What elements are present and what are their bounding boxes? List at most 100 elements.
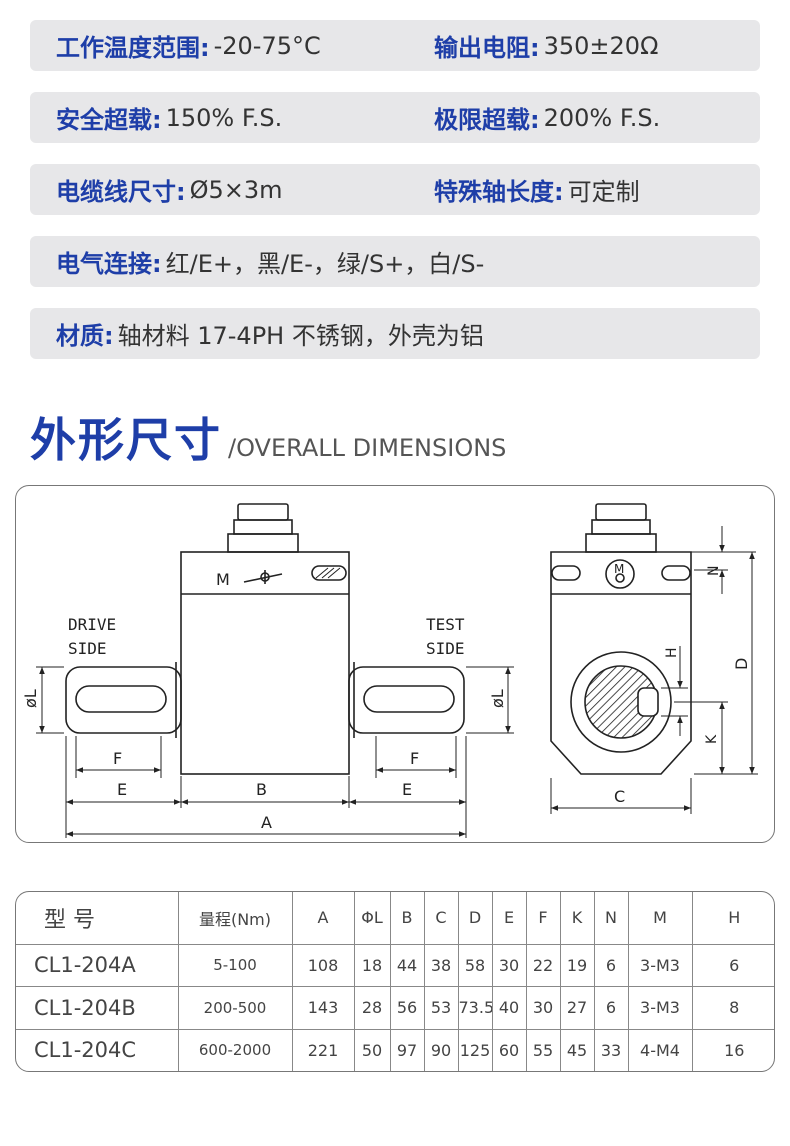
label-C: C xyxy=(614,787,625,806)
label-phiL-left: øL xyxy=(21,689,40,708)
spec-value: 可定制 xyxy=(567,178,640,206)
cell-C: 90 xyxy=(423,1028,459,1071)
spec-value: -20-75°C xyxy=(213,31,321,60)
test-side-label-line2: SIDE xyxy=(426,639,465,658)
spec-label: 材质: xyxy=(56,322,114,350)
cell-model: CL1-204C xyxy=(16,1028,179,1071)
header-D: D xyxy=(457,892,493,945)
header-K: K xyxy=(559,892,595,945)
cell-M: 4-M4 xyxy=(627,1028,693,1071)
cell-K: 19 xyxy=(559,943,595,988)
spec-value: Ø5×3m xyxy=(189,175,283,204)
spec-value: 200% F.S. xyxy=(543,103,661,132)
spec-special-shaft-length: 特殊轴长度: 可定制 xyxy=(434,164,640,215)
cell-phiL: 50 xyxy=(353,1028,391,1071)
cell-phiL: 18 xyxy=(353,943,391,988)
cell-N: 6 xyxy=(593,986,629,1030)
model-dimension-table: 型 号 量程(Nm) A ΦL B C D E F K N M H CL1-20… xyxy=(15,891,775,1072)
cell-B: 44 xyxy=(389,943,425,988)
header-model: 型 号 xyxy=(16,892,179,945)
cell-range: 200-500 xyxy=(177,986,293,1030)
label-F-right: F xyxy=(410,749,419,768)
label-M-circle: M xyxy=(614,562,624,576)
cell-H: 6 xyxy=(691,943,774,988)
label-N: N xyxy=(706,566,722,576)
spec-material: 材质: 轴材料 17-4PH 不锈钢，外壳为铝 xyxy=(56,308,484,359)
cell-D: 58 xyxy=(457,943,493,988)
spec-value: 150% F.S. xyxy=(165,103,283,132)
cell-N: 6 xyxy=(593,943,629,988)
cell-A: 221 xyxy=(291,1028,355,1071)
drive-side-label-line2: SIDE xyxy=(68,639,107,658)
cell-C: 38 xyxy=(423,943,459,988)
test-side-label-line1: TEST xyxy=(426,615,465,634)
spec-label: 工作温度范围: xyxy=(56,34,210,62)
side-view xyxy=(65,503,465,775)
header-F: F xyxy=(525,892,561,945)
end-view xyxy=(550,503,692,775)
spec-label: 极限超载: xyxy=(434,106,540,134)
cell-D: 73.5 xyxy=(457,986,493,1030)
spec-operating-temperature: 工作温度范围: -20-75°C xyxy=(56,20,321,71)
section-title-en: /OVERALL DIMENSIONS xyxy=(228,434,507,462)
cell-E: 40 xyxy=(491,986,527,1030)
cell-A: 143 xyxy=(291,986,355,1030)
header-E: E xyxy=(491,892,527,945)
label-phiL-right: øL xyxy=(488,689,507,708)
label-D: D xyxy=(732,658,751,670)
spec-label: 安全超载: xyxy=(56,106,162,134)
spec-value: 红/E+，黑/E-，绿/S+，白/S- xyxy=(165,250,485,278)
table-row: CL1-204C 600-2000 221 50 97 90 125 60 55… xyxy=(16,1028,774,1071)
cell-range: 600-2000 xyxy=(177,1028,293,1071)
spec-output-resistance: 输出电阻: 350±20Ω xyxy=(434,20,658,71)
spec-value: 350±20Ω xyxy=(543,31,659,60)
dimension-table: 型 号 量程(Nm) A ΦL B C D E F K N M H CL1-20… xyxy=(16,892,774,1071)
spec-value: 轴材料 17-4PH 不锈钢，外壳为铝 xyxy=(117,322,484,350)
cell-F: 55 xyxy=(525,1028,561,1071)
dimension-drawing-svg: DRIVE SIDE TEST SIDE M M øL øL F F E B E… xyxy=(21,503,758,838)
cell-F: 22 xyxy=(525,943,561,988)
cell-phiL: 28 xyxy=(353,986,391,1030)
spec-label: 电缆线尺寸: xyxy=(56,178,186,206)
header-M: M xyxy=(627,892,693,945)
spec-row-temperature-resistance: 工作温度范围: -20-75°C 输出电阻: 350±20Ω xyxy=(30,20,760,71)
label-B: B xyxy=(256,780,267,799)
spec-label: 输出电阻: xyxy=(434,34,540,62)
label-E-left: E xyxy=(117,780,127,799)
header-B: B xyxy=(389,892,425,945)
spec-label: 特殊轴长度: xyxy=(434,178,564,206)
label-E-right: E xyxy=(402,780,412,799)
dimension-drawing: DRIVE SIDE TEST SIDE M M øL øL F F E B E… xyxy=(15,485,775,843)
cell-H: 8 xyxy=(691,986,774,1030)
cell-model: CL1-204B xyxy=(16,986,179,1030)
cell-H: 16 xyxy=(691,1028,774,1071)
cell-C: 53 xyxy=(423,986,459,1030)
spec-row-material: 材质: 轴材料 17-4PH 不锈钢，外壳为铝 xyxy=(30,308,760,359)
cell-A: 108 xyxy=(291,943,355,988)
cell-M: 3-M3 xyxy=(627,943,693,988)
spec-cable-size: 电缆线尺寸: Ø5×3m xyxy=(56,164,283,215)
cell-K: 27 xyxy=(559,986,595,1030)
dimension-lines xyxy=(36,526,758,838)
header-H: H xyxy=(691,892,774,945)
cell-N: 33 xyxy=(593,1028,629,1071)
spec-row-cable-shaft: 电缆线尺寸: Ø5×3m 特殊轴长度: 可定制 xyxy=(30,164,760,215)
header-A: A xyxy=(291,892,355,945)
cell-B: 56 xyxy=(389,986,425,1030)
label-H: H xyxy=(664,647,680,658)
drive-side-label-line1: DRIVE xyxy=(68,615,116,634)
spec-label: 电气连接: xyxy=(56,250,162,278)
cell-F: 30 xyxy=(525,986,561,1030)
section-heading: 外形尺寸 /OVERALL DIMENSIONS xyxy=(30,412,506,468)
header-N: N xyxy=(593,892,629,945)
header-range: 量程(Nm) xyxy=(177,892,293,945)
table-header-row: 型 号 量程(Nm) A ΦL B C D E F K N M H xyxy=(16,892,774,945)
spec-ultimate-overload: 极限超载: 200% F.S. xyxy=(434,92,660,143)
cell-B: 97 xyxy=(389,1028,425,1071)
label-M: M xyxy=(216,570,230,589)
cell-D: 125 xyxy=(457,1028,493,1071)
table-row: CL1-204A 5-100 108 18 44 38 58 30 22 19 … xyxy=(16,943,774,988)
cell-E: 60 xyxy=(491,1028,527,1071)
spec-electrical-connection: 电气连接: 红/E+，黑/E-，绿/S+，白/S- xyxy=(56,236,484,287)
header-phiL: ΦL xyxy=(353,892,391,945)
